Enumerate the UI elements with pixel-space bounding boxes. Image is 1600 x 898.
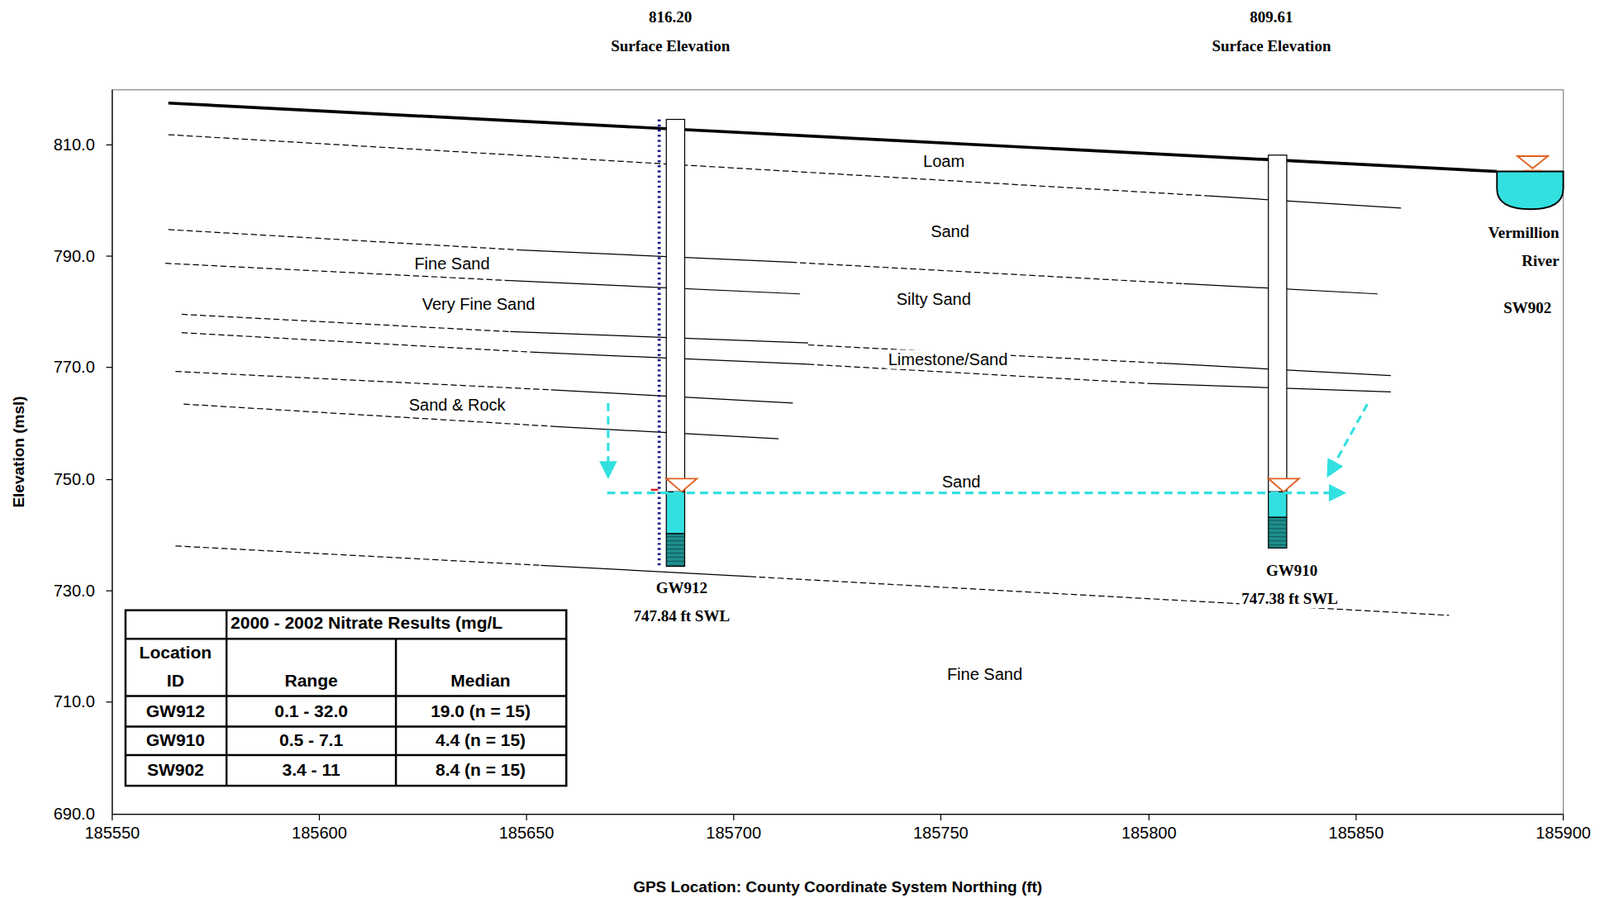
layer-name: Sand <box>930 222 970 242</box>
well-elevation: 809.61 <box>1249 8 1293 27</box>
elevation-caption: Surface Elevation <box>610 37 730 56</box>
tick-label: 185650 <box>499 823 555 843</box>
elevation-caption: Surface Elevation <box>1211 37 1331 56</box>
table-header: Median <box>450 670 510 691</box>
tick-label: 790.0 <box>53 246 96 266</box>
table-header: Range <box>284 670 338 691</box>
table-cell: 4.4 (n = 15) <box>435 730 526 751</box>
table-cell: 3.4 - 11 <box>282 760 341 781</box>
river-name: Vermillion River <box>1457 219 1559 276</box>
table-cell: 19.0 (n = 15) <box>430 701 531 722</box>
layer-name: Loam <box>923 152 965 172</box>
tick-label: 185550 <box>84 823 140 843</box>
tick-label: 185850 <box>1328 823 1385 843</box>
table-cell: 0.1 - 32.0 <box>274 701 348 722</box>
water-level: 747.38 ft SWL <box>1238 590 1341 609</box>
layer-name: Very Fine Sand <box>422 294 536 314</box>
table-cell: GW910 <box>146 730 205 751</box>
tick-label: 185800 <box>1121 823 1177 843</box>
tick-label: 770.0 <box>53 357 96 377</box>
layer-name: Silty Sand <box>896 289 972 309</box>
axis-title: Elevation (msl) <box>10 395 29 508</box>
tick-label: 750.0 <box>53 470 96 490</box>
tick-label: 185900 <box>1535 823 1591 843</box>
table-cell: 0.5 - 7.1 <box>279 730 343 751</box>
tick-label: 690.0 <box>53 804 96 824</box>
tick-label: 710.0 <box>53 692 96 712</box>
tick-label: 185600 <box>291 823 348 843</box>
layer-name: Sand & Rock <box>409 395 506 415</box>
table-cell: 8.4 (n = 15) <box>435 760 526 781</box>
table-header: Location ID <box>128 638 224 696</box>
water-level: 747.84 ft SWL <box>633 607 730 626</box>
well-id: GW912 <box>656 579 708 598</box>
tick-label: 810.0 <box>53 135 96 155</box>
well-id: GW910 <box>1266 562 1318 581</box>
tick-label: 185750 <box>913 823 969 843</box>
table-header: 2000 - 2002 Nitrate Results (mg/L <box>230 613 503 634</box>
axis-title: GPS Location: County Coordinate System N… <box>633 878 1043 897</box>
layer-name: Limestone/Sand <box>885 349 1011 369</box>
layer-name: Sand <box>939 471 984 491</box>
tick-label: 185700 <box>705 823 762 843</box>
well-elevation: 816.20 <box>648 8 692 27</box>
table-cell: SW902 <box>147 760 205 781</box>
table-cell: GW912 <box>146 701 205 722</box>
tick-label: 730.0 <box>53 580 96 600</box>
layer-name: Fine Sand <box>947 665 1023 685</box>
layer-name: Fine Sand <box>414 253 490 273</box>
station-id: SW902 <box>1503 299 1552 318</box>
